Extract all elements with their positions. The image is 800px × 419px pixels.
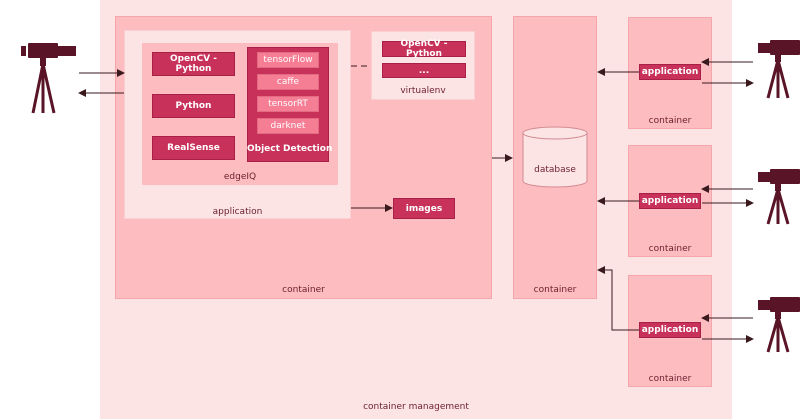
- database-container-label: container: [533, 285, 577, 295]
- realsense-chip: RealSense: [152, 136, 235, 160]
- camera-left-icon: [21, 43, 76, 114]
- right-container-2-label: container: [648, 244, 692, 254]
- camera-right-icon-1: [758, 40, 800, 99]
- main-container-label: container: [282, 285, 325, 295]
- images-chip: images: [393, 198, 455, 219]
- right-application-chip-1: application: [639, 64, 701, 80]
- camera-right-icon-3: [758, 297, 800, 353]
- darknet-chip: darknet: [257, 118, 319, 134]
- edgeiq-label: edgeIQ: [223, 172, 257, 182]
- right-container-1-label: container: [648, 116, 692, 126]
- application-label: application: [212, 207, 263, 217]
- virtualenv-opencv-chip: OpenCV - Python: [382, 39, 466, 59]
- caffe-chip: caffe: [257, 74, 319, 90]
- database-label: database: [534, 165, 576, 175]
- container-management-label: container management: [363, 402, 469, 412]
- opencv-python-chip: OpenCV - Python: [152, 52, 235, 76]
- object-detection-label: Object Detection: [247, 144, 333, 154]
- camera-right-icon-2: [758, 169, 800, 225]
- virtualenv-label: virtualenv: [400, 86, 446, 96]
- python-chip: Python: [152, 94, 235, 118]
- tensorrt-chip: tensorRT: [257, 96, 319, 112]
- virtualenv-ellipsis-chip: ...: [382, 63, 466, 78]
- right-application-chip-3: application: [639, 322, 701, 338]
- tensorflow-chip: tensorFlow: [257, 52, 319, 68]
- arrow-right3-to-db: [597, 266, 639, 331]
- right-application-chip-2: application: [639, 193, 701, 209]
- right-container-3-label: container: [648, 374, 692, 384]
- database-cylinder: [522, 126, 588, 188]
